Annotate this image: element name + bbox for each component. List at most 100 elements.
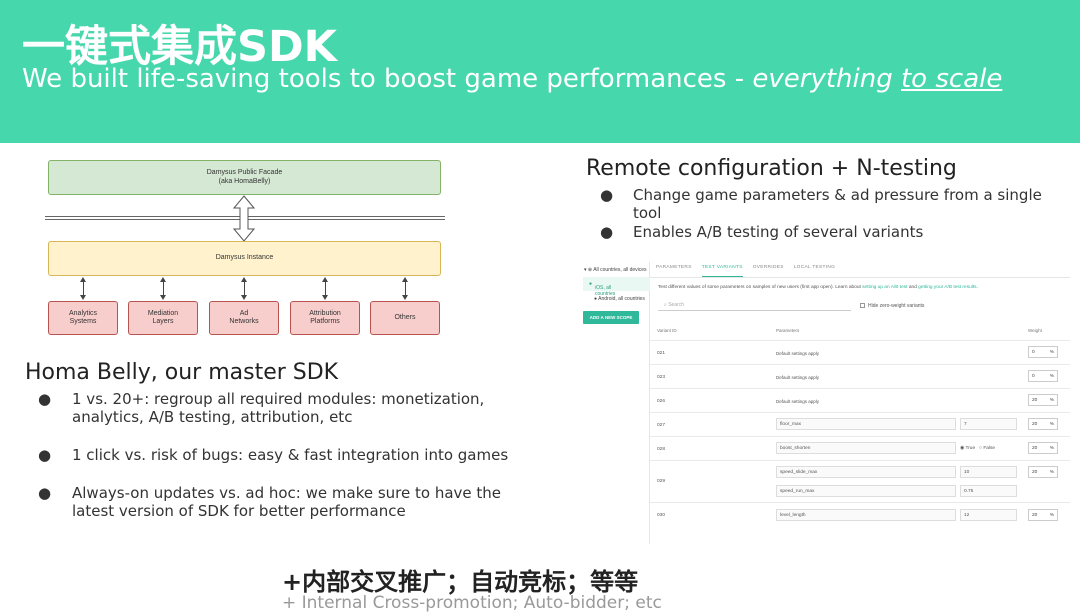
boolean-radio-group: ◉ True ○ False	[960, 446, 995, 451]
scope-android[interactable]: ● Android, all countries	[594, 296, 645, 302]
weight-input[interactable]: 20%	[1028, 394, 1058, 406]
arrow-line-3	[244, 280, 245, 298]
arrow-line-1	[83, 280, 84, 298]
variant-search-input[interactable]: ⌕ Search	[658, 302, 851, 311]
bullet-text: Always-on updates vs. ad hoc: we make su…	[72, 484, 502, 520]
module-sublabel: Platforms	[310, 318, 340, 325]
variant-param: Default settings apply	[776, 351, 820, 356]
ab-results-link[interactable]: getting your A/B test results	[918, 285, 977, 290]
param-value-field[interactable]: 10	[960, 466, 1017, 478]
variant-param: Default settings apply	[776, 375, 820, 380]
variant-id: 029	[657, 479, 666, 484]
weight-value: 20	[1032, 422, 1038, 427]
weight-value: 20	[1032, 446, 1038, 451]
module-label: Analytics	[68, 309, 97, 317]
description-text: .	[976, 285, 978, 290]
facade-label: Damysus Public Facade	[206, 169, 283, 177]
scope-ios[interactable]: ● iOS, all countries	[583, 277, 650, 297]
list-item: ●Enables A/B testing of several variants	[600, 223, 1053, 241]
weight-input[interactable]: 0%	[1028, 346, 1058, 358]
list-item: ●Change game parameters & ad pressure fr…	[600, 186, 1053, 222]
add-scope-button[interactable]: ADD A NEW SCOPE	[583, 311, 639, 324]
list-item: ●1 vs. 20+: regroup all required modules…	[38, 390, 512, 426]
hide-zero-weight-checkbox[interactable]: Hide zero-weight variants	[860, 303, 924, 309]
variant-id: 023	[657, 375, 666, 380]
list-item: ● 1 click vs. risk of bugs: easy & fast i…	[38, 446, 512, 464]
right-bullet-list: ●Change game parameters & ad pressure fr…	[600, 186, 1053, 242]
param-name-field[interactable]: boost_shorten	[776, 442, 956, 454]
facade-sublabel: (aka HomaBelly)	[218, 177, 271, 185]
column-header-weight: Weight	[1028, 328, 1042, 333]
tab-overrides[interactable]: OVERRIDES	[752, 265, 784, 270]
arrow-up-icon	[241, 277, 247, 282]
bullet-dot-icon: ●	[38, 446, 52, 464]
column-header-parameters: Parameters	[776, 328, 800, 333]
param-name-field[interactable]: floor_max	[776, 418, 956, 430]
checkbox-icon	[860, 303, 865, 309]
variant-id: 028	[657, 447, 666, 452]
tab-test-variants[interactable]: TEST VARIANTS	[701, 265, 743, 277]
weight-value: 0	[1032, 374, 1035, 379]
radio-true[interactable]: ◉ True	[960, 446, 976, 451]
ab-setup-link[interactable]: setting up an A/B test	[862, 285, 908, 290]
percent-label: %	[1049, 398, 1054, 403]
percent-label: %	[1049, 470, 1054, 475]
arrow-down-icon	[160, 295, 166, 300]
tab-local-testing[interactable]: LOCAL TESTING	[793, 265, 836, 270]
column-header-variant: Variant ID	[657, 328, 677, 333]
scope-sidebar: ▾ ⊕ All countries, all devices ● iOS, al…	[580, 262, 650, 544]
table-row: 028 boost_shorten ◉ True ○ False 20%	[650, 436, 1070, 460]
percent-label: %	[1049, 446, 1054, 451]
weight-value: 20	[1032, 470, 1038, 475]
bidirectional-arrow-icon	[233, 195, 255, 242]
param-name-field[interactable]: speed_run_max	[776, 485, 956, 497]
tab-parameters[interactable]: PARAMETERS	[656, 265, 692, 270]
remote-config-screenshot: ▾ ⊕ All countries, all devices ● iOS, al…	[580, 262, 1070, 544]
param-value-field[interactable]: 12	[960, 509, 1017, 521]
right-heading: Remote configuration + N-testing	[586, 156, 957, 181]
arrow-down-icon	[402, 295, 408, 300]
subtitle-emphasis-underlined: to scale	[900, 64, 1003, 94]
table-row: 026 Default settings apply 20%	[650, 388, 1070, 412]
arrow-up-icon	[160, 277, 166, 282]
percent-label: %	[1049, 374, 1054, 379]
table-row: 021 Default settings apply 0%	[650, 340, 1070, 364]
scope-all-countries[interactable]: ▾ ⊕ All countries, all devices	[584, 267, 647, 273]
weight-input[interactable]: 20%	[1028, 466, 1058, 478]
radio-false[interactable]: ○ False	[979, 446, 996, 451]
variant-id: 021	[657, 351, 666, 356]
module-label: Attribution	[309, 309, 341, 317]
arrow-up-icon	[80, 277, 86, 282]
weight-input[interactable]: 20%	[1028, 442, 1058, 454]
banner-title: 一键式集成SDK	[22, 22, 337, 72]
description-text: and	[907, 285, 919, 290]
bullet-text: 1 click vs. risk of bugs: easy & fast in…	[72, 446, 509, 464]
left-heading: Homa Belly, our master SDK	[25, 360, 339, 385]
weight-input[interactable]: 20%	[1028, 509, 1058, 521]
arrow-up-icon	[322, 277, 328, 282]
table-row: 029 speed_slide_max 10 speed_run_max 0.7…	[650, 460, 1070, 502]
weight-input[interactable]: 20%	[1028, 418, 1058, 430]
table-row: 027 floor_max 7 20%	[650, 412, 1070, 436]
param-name-field[interactable]: speed_slide_max	[776, 466, 956, 478]
instance-box: Damysus Instance	[48, 241, 441, 276]
weight-value: 20	[1032, 398, 1038, 403]
radio-label: False	[983, 446, 996, 451]
param-name-field[interactable]: level_length	[776, 509, 956, 521]
checkbox-label: Hide zero-weight variants	[868, 303, 925, 309]
table-row: 030 level_length 12 20%	[650, 502, 1070, 528]
bullet-dot-icon: ●	[600, 223, 614, 241]
bullet-dot-icon: ●	[600, 186, 614, 204]
weight-input[interactable]: 0%	[1028, 370, 1058, 382]
arrow-up-icon	[402, 277, 408, 282]
list-item: ●Always-on updates vs. ad hoc: we make s…	[38, 484, 512, 520]
left-bullet-list: ●1 vs. 20+: regroup all required modules…	[38, 390, 512, 540]
percent-label: %	[1049, 350, 1054, 355]
param-value-field[interactable]: 7	[960, 418, 1017, 430]
module-sublabel: Layers	[152, 318, 174, 325]
param-value-field[interactable]: 0.75	[960, 485, 1017, 497]
